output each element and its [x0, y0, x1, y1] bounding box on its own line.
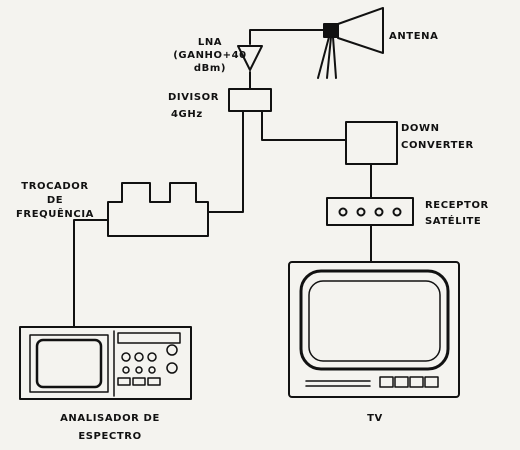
down-converter-label-line1: DOWN [401, 123, 440, 134]
divider-frequency-label: 4GHz [171, 109, 203, 120]
antenna-icon [317, 7, 384, 79]
tv-button-icon [409, 376, 424, 388]
spectrum-analyzer-label-line2: ESPECTRO [78, 431, 142, 442]
connection-wires [73, 29, 372, 328]
tv-button-icon [424, 376, 439, 388]
receiver-knob-icon [374, 207, 384, 217]
divider-name-label: DIVISOR [168, 92, 220, 103]
tv-icon [288, 261, 460, 398]
receiver-knob-icon [392, 207, 402, 217]
satellite-receiver-label-line2: SATÉLITE [425, 216, 482, 227]
frequency-exchanger-box [107, 182, 209, 237]
receiver-knob-icon [338, 207, 348, 217]
frequency-exchanger-label-line2: DE [46, 195, 64, 206]
tv-button-icon [394, 376, 409, 388]
antenna-label: ANTENA [389, 31, 439, 42]
frequency-exchanger-label-line3: FREQUÊNCIA [16, 209, 94, 220]
down-converter-box [345, 121, 398, 165]
tv-label: TV [367, 413, 383, 424]
lna-gain-label: (GANHO+40 [173, 50, 247, 61]
down-converter-label-line2: CONVERTER [401, 140, 474, 151]
lna-unit-label: dBm) [193, 63, 227, 74]
lna-icon [237, 45, 263, 71]
satellite-receiver-label-line1: RECEPTOR [425, 200, 489, 211]
tv-button-icon [379, 376, 394, 388]
divider-box [228, 88, 272, 112]
spectrum-analyzer-label-line1: ANALISADOR DE [60, 413, 160, 424]
spectrum-analyzer-icon [19, 326, 192, 400]
lna-name-label: LNA [197, 37, 223, 48]
receiver-knob-icon [356, 207, 366, 217]
satellite-receiver [326, 197, 414, 226]
frequency-exchanger-label-line1: TROCADOR [21, 181, 89, 192]
